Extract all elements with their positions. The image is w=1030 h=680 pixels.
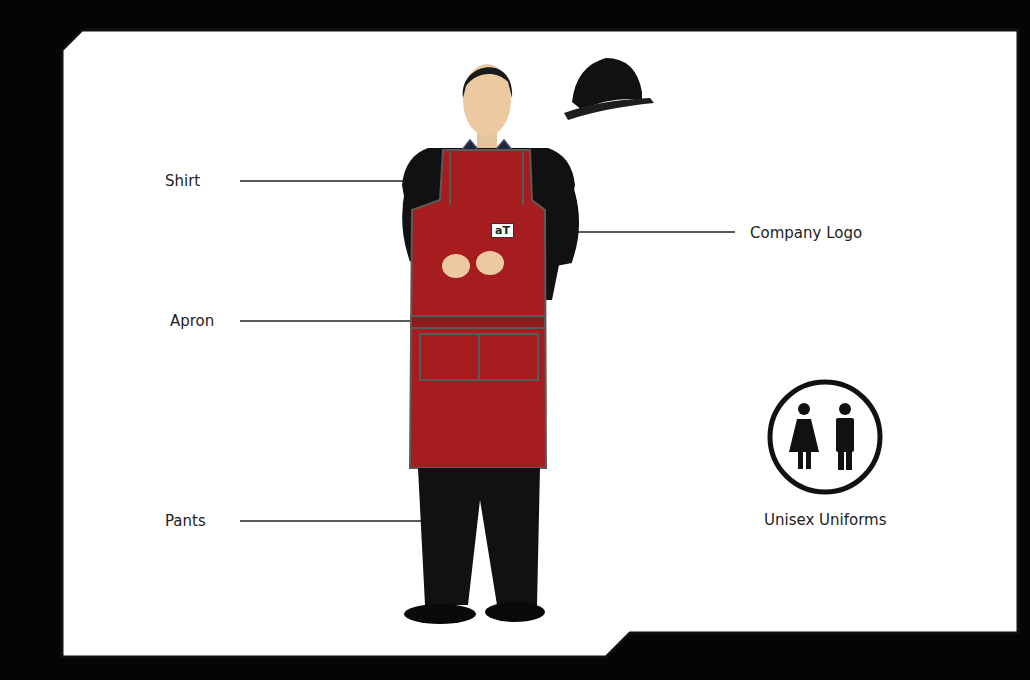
- apron-seam: [449, 152, 451, 205]
- woman-leg: [806, 451, 811, 469]
- apron-seam: [522, 152, 524, 205]
- part-label: Pants: [165, 512, 206, 530]
- woman-body: [789, 419, 819, 452]
- apron-pocket: [420, 334, 538, 380]
- part-label: Shirt: [165, 172, 200, 190]
- leader-line: [240, 180, 425, 182]
- icon-caption: Unisex Uniforms: [764, 511, 887, 529]
- woman-leg: [798, 451, 803, 469]
- man-leg: [846, 450, 852, 470]
- panel: [62, 30, 1018, 657]
- hair: [463, 67, 512, 98]
- cap-brim: [564, 98, 654, 120]
- part-label: Company Logo: [750, 224, 862, 242]
- hand: [476, 251, 504, 275]
- cap: [564, 58, 654, 120]
- man-head: [839, 403, 851, 415]
- hand: [442, 254, 470, 278]
- apron-band: [411, 316, 545, 328]
- icon-circle: [770, 382, 880, 492]
- man-leg: [838, 450, 844, 470]
- logo-badge: aT: [491, 223, 514, 238]
- woman-head: [798, 403, 810, 415]
- apron: [410, 150, 546, 468]
- pants: [418, 468, 540, 605]
- leader-line: [240, 520, 425, 522]
- unisex-icon: [770, 382, 880, 492]
- apron-pocket: [478, 334, 480, 380]
- figure: [402, 64, 575, 624]
- part-label: Apron: [170, 312, 214, 330]
- shoe: [404, 604, 476, 624]
- man-body: [836, 418, 854, 452]
- shoe: [485, 602, 545, 622]
